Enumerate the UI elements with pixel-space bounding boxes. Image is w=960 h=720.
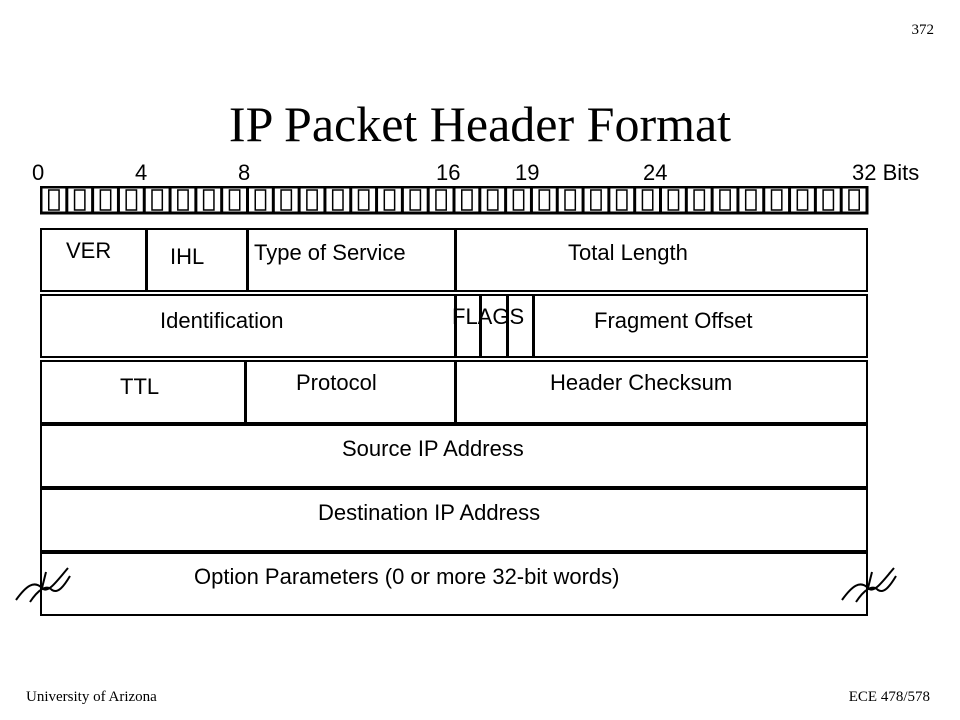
bit-cell [331, 189, 344, 211]
divider-protocol [244, 362, 247, 422]
bit-ruler-ticks [40, 186, 869, 215]
bit-cell [254, 189, 267, 211]
field-total-length: Total Length [568, 240, 688, 265]
field-ttl: TTL [120, 374, 160, 399]
bit-cell [460, 189, 473, 211]
field-protocol: Protocol [296, 370, 377, 395]
bit-cell [73, 189, 86, 211]
header-row-3: TTL Protocol Header Checksum [40, 360, 868, 424]
bit-cell [822, 189, 835, 211]
field-ihl: IHL [170, 244, 205, 269]
field-type-of-service: Type of Service [254, 240, 406, 265]
divider-checksum [454, 362, 457, 422]
bit-ruler [40, 186, 869, 215]
field-header-checksum: Header Checksum [550, 370, 733, 395]
header-row-6: Option Parameters (0 or more 32-bit word… [40, 552, 868, 616]
footer-right: ECE 478/578 [848, 689, 930, 705]
bit-cell [796, 189, 809, 211]
header-row-2: Identification FLAGS Fragment Offset [40, 294, 868, 358]
bit-label-16: 16 [436, 160, 461, 185]
bit-cell [409, 189, 422, 211]
bit-cell [306, 189, 318, 211]
bit-label-4: 4 [135, 160, 148, 185]
bit-cell [590, 189, 602, 211]
divider-total-length [454, 230, 457, 290]
bit-cell [47, 189, 60, 211]
bit-cell [538, 189, 551, 211]
page-title: IP Packet Header Format [228, 96, 732, 152]
field-fragment-offset: Fragment Offset [594, 308, 753, 333]
bit-cell [177, 189, 189, 211]
bit-cell [615, 189, 628, 211]
bit-cell [202, 189, 215, 211]
field-flags: FLAGS [452, 304, 525, 329]
bit-cell [719, 189, 731, 211]
divider-flags-end [532, 296, 535, 356]
bit-cell [357, 189, 370, 211]
bit-cell [564, 189, 577, 211]
divider-tos [246, 230, 249, 290]
field-source-ip: Source IP Address [342, 436, 524, 461]
bit-label-32: 32 Bits [852, 160, 920, 185]
wavy-break-icon [841, 567, 897, 603]
bit-cell [744, 189, 757, 211]
bit-cell [125, 189, 138, 211]
bit-cell [151, 189, 164, 211]
field-ver: VER [66, 238, 112, 263]
page-number: 372 [911, 22, 935, 38]
field-identification: Identification [160, 308, 284, 333]
bit-label-19: 19 [515, 160, 540, 185]
bit-cell [99, 189, 112, 211]
bit-label-24: 24 [643, 160, 668, 185]
bit-cell [383, 189, 396, 211]
footer-left: University of Arizona [26, 689, 157, 705]
field-destination-ip: Destination IP Address [318, 500, 541, 525]
bit-cell [667, 189, 680, 211]
header-row-5: Destination IP Address [40, 488, 868, 552]
bit-cell [280, 189, 293, 211]
bit-cell [848, 189, 861, 211]
header-row-1: VER IHL Type of Service Total Length [40, 228, 868, 292]
bit-cell [693, 189, 706, 211]
divider-flags-start [454, 296, 457, 356]
bit-cell [770, 189, 783, 211]
bit-cell [641, 189, 654, 211]
wavy-break-icon [15, 567, 71, 603]
divider-ihl [145, 230, 148, 290]
divider-flag-2 [506, 296, 509, 356]
field-option-parameters: Option Parameters (0 or more 32-bit word… [194, 564, 620, 589]
bit-cell [512, 189, 525, 211]
bit-cell [435, 189, 448, 211]
header-row-4: Source IP Address [40, 424, 868, 488]
bit-cell [228, 189, 241, 211]
bit-label-0: 0 [32, 160, 45, 185]
divider-flag-1 [479, 296, 482, 356]
bit-label-8: 8 [238, 160, 251, 185]
bit-cell [486, 189, 499, 211]
